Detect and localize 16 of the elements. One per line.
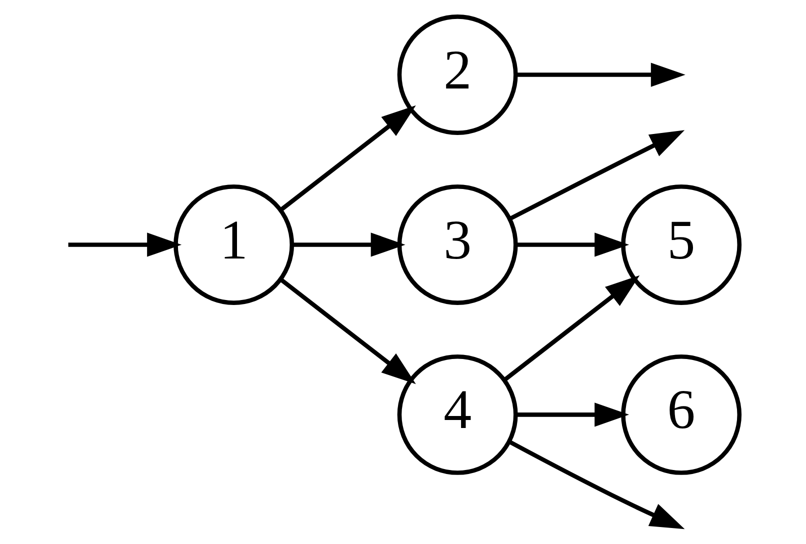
arrow — [504, 275, 640, 382]
arrow — [292, 232, 406, 257]
arrow — [516, 402, 630, 427]
arrow — [280, 278, 416, 384]
arrow — [508, 440, 685, 530]
arrow — [68, 232, 182, 257]
node-circle: 2 — [397, 14, 518, 135]
node-circle: 1 — [174, 184, 294, 305]
node-circle: 5 — [621, 184, 742, 305]
arrow — [516, 62, 686, 87]
arrow — [280, 105, 416, 212]
node-circle: 3 — [397, 184, 518, 305]
arrow — [508, 130, 685, 221]
node-circle: 4 — [397, 354, 518, 475]
node-circle: 6 — [621, 354, 742, 475]
arrow — [516, 232, 630, 257]
